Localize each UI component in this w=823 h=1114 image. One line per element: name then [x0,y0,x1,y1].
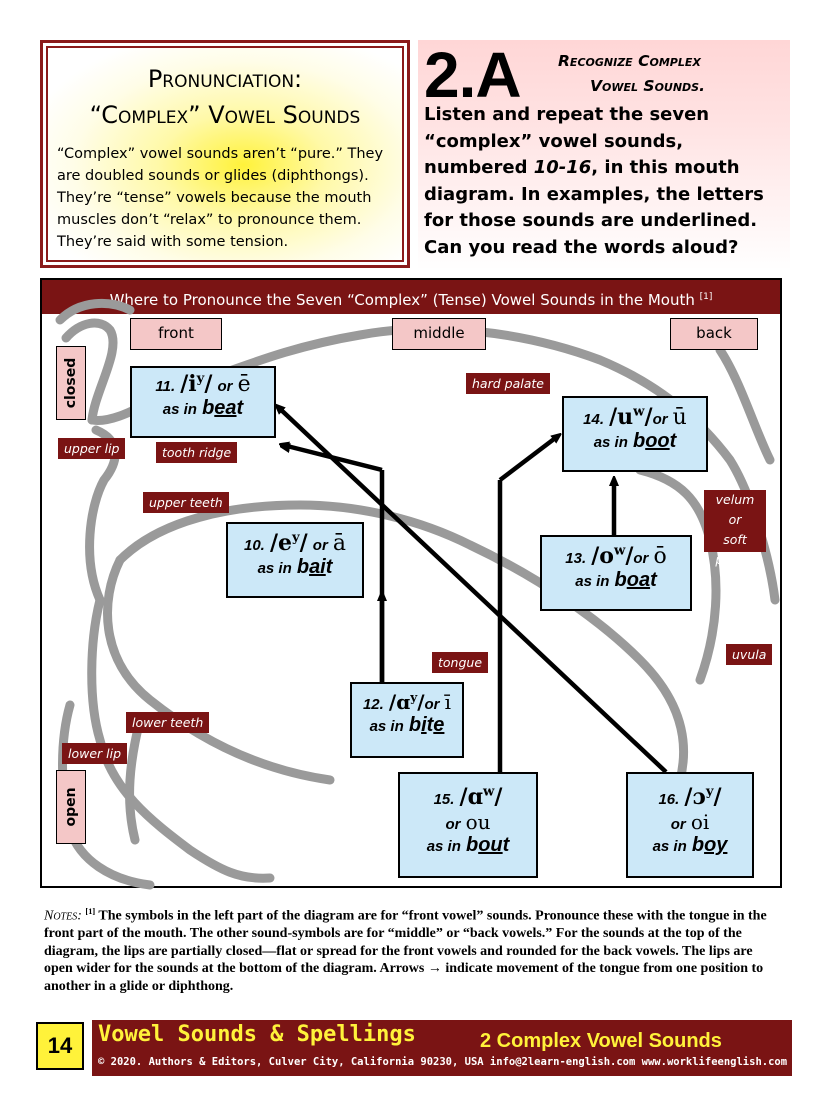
instructions-before: Listen and repeat the seven “complex” vo… [424,104,710,178]
anatomy-tongue: tongue [432,652,489,673]
footer-book-title: Vowel Sounds & Spellings [98,1022,416,1047]
anatomy-upper-lip: upper lip [58,438,126,459]
unit-number: 2.A [424,39,522,111]
footer-chapter: 2 Complex Vowel Sounds [480,1030,722,1052]
diagram-header-note: [1] [699,292,713,302]
footer-bar [92,1020,792,1076]
anatomy-uvula: uvula [726,644,773,665]
anatomy-lower-teeth: lower teeth [126,712,210,733]
unit-title-line2: Vowel Sounds. [590,77,705,95]
vowel-13-box: 13. /ow/or ō as in boat [540,535,692,611]
unit-title-line1: Recognize Complex [558,52,701,70]
label-open: open [56,770,86,844]
vowel-11-box: 11. /iy/ or ē as in beat [130,366,276,438]
anatomy-upper-teeth: upper teeth [143,492,229,513]
label-middle: middle [392,318,486,350]
page-number: 14 [36,1022,84,1070]
instructions-range: 10-16 [533,157,592,178]
pronunciation-subtitle: “Complex” Vowel Sounds [89,101,361,129]
unit-instructions: Listen and repeat the seven “complex” vo… [424,102,774,261]
vowel-16-box: 16. /ɔy/ or oi as in boy [626,772,754,878]
notes-label: Notes: [44,908,82,924]
label-front: front [130,318,222,350]
diagram-header-text: Where to Pronounce the Seven “Complex” (… [109,291,695,309]
vowel-12-box: 12. /ɑy/or ī as in bite [350,682,464,758]
notes-text: The symbols in the left part of the diag… [44,908,767,994]
pronunciation-title: Pronunciation: [147,65,303,93]
anatomy-lower-lip: lower lip [62,743,128,764]
pronunciation-body: “Complex” vowel sounds aren’t “pure.” Th… [57,146,384,250]
unit-header-background [418,40,790,270]
vowel-15-box: 15. /ɑw/ or ou as in bout [398,772,538,878]
diagram-header: Where to Pronounce the Seven “Complex” (… [42,280,780,314]
anatomy-hard-palate: hard palate [466,373,550,394]
label-closed: closed [56,346,86,420]
notes: Notes: [1] The symbols in the left part … [44,903,784,995]
pronunciation-box: Pronunciation: “Complex” Vowel Sounds “C… [40,40,410,268]
vowel-10-box: 10. /ey/ or ā as in bait [226,522,364,598]
instructions-after: , in this mouth diagram. In examples, th… [424,157,764,258]
footer-copyright: © 2020. Authors & Editors, Culver City, … [98,1056,788,1068]
label-back: back [670,318,758,350]
anatomy-tooth-ridge: tooth ridge [156,442,238,463]
vowel-14-box: 14. /uw/or ū as in boot [562,396,708,472]
notes-ref: [1] [85,907,96,916]
